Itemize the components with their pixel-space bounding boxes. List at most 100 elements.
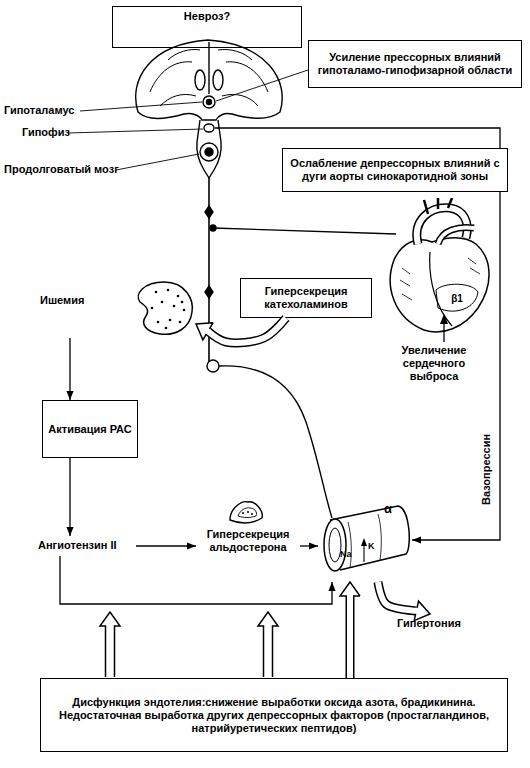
hypothalamus xyxy=(203,96,215,108)
medulla xyxy=(200,143,218,161)
connector-joint xyxy=(416,608,417,614)
node-text: α xyxy=(384,502,398,515)
connector-outline xyxy=(378,582,416,611)
vessel-lumen xyxy=(329,528,341,562)
cerebrum-outline xyxy=(136,40,283,120)
kidney-outline xyxy=(138,282,192,334)
connector-fill xyxy=(378,582,416,611)
hypothalamus-core xyxy=(207,100,212,105)
ion-arrow xyxy=(363,544,364,562)
process-box: Ослабление депрессорных влияний с дуги а… xyxy=(282,148,508,192)
structure-label: Продолговатый мозг xyxy=(4,163,119,176)
connector-line xyxy=(69,338,70,400)
leader-line xyxy=(116,154,199,170)
cord-node xyxy=(205,286,213,298)
node-text: Гиперсекреция альдостерона xyxy=(196,528,300,554)
node-text: Активация РАС xyxy=(48,423,131,436)
connector-joint xyxy=(206,329,209,334)
question-box: Невроз? xyxy=(112,6,302,48)
kidney-stipple xyxy=(161,301,164,304)
arrow-connector xyxy=(60,556,332,604)
cardiac-nerve xyxy=(213,228,396,234)
cord-node xyxy=(205,206,213,218)
output-arrow xyxy=(443,322,444,342)
node-text: Na xyxy=(340,548,360,561)
hollow-arrow xyxy=(100,612,120,677)
pulmonary-trunk xyxy=(438,228,474,244)
heart-septum xyxy=(430,252,452,326)
adrenal-stipple xyxy=(251,513,253,515)
node-text: β1 xyxy=(446,292,468,305)
vessel-texture xyxy=(348,514,381,568)
connector-joint xyxy=(347,595,353,598)
sympathetic-ganglion xyxy=(207,360,219,372)
node-text: Гипертония xyxy=(384,617,474,630)
node-text: Ангиотензин II xyxy=(38,539,136,552)
adrenal-stipple xyxy=(242,512,244,514)
node-text: Невроз? xyxy=(184,10,230,23)
kidney-stipple xyxy=(151,307,154,310)
term-node: Ангиотензин II xyxy=(36,536,136,556)
connector-outline xyxy=(346,596,355,678)
beta-receptor-area xyxy=(436,284,478,311)
arrow-connector xyxy=(70,338,71,400)
pituitary xyxy=(204,124,214,132)
process-box: Гиперсекреция катехоламинов xyxy=(240,278,372,318)
structure-label: Гипоталамус xyxy=(4,104,74,117)
kidney-stipple xyxy=(177,295,180,298)
node-text: Увеличение сердечного выброса xyxy=(389,344,479,383)
hollow-arrow-connector xyxy=(378,582,430,621)
connector-fill xyxy=(347,596,353,678)
heart-outline xyxy=(390,238,489,332)
outcome-node: Гипертония xyxy=(384,614,474,634)
arch-branches xyxy=(424,198,452,214)
process-box: Активация РАС xyxy=(42,400,138,458)
connector-outline xyxy=(208,318,286,343)
output-arrowhead xyxy=(440,314,448,324)
ventricle xyxy=(195,70,205,90)
connector-head xyxy=(414,601,430,621)
adrenal-stipple xyxy=(247,511,249,513)
leader-line xyxy=(80,102,202,111)
leader-line xyxy=(68,129,203,133)
structure-label: Гипофиз xyxy=(22,126,70,139)
kidney-stipple xyxy=(183,309,186,312)
vascular-nerve xyxy=(219,366,332,518)
connector-head xyxy=(340,582,360,596)
connector-line xyxy=(69,458,70,536)
arrow-connector xyxy=(300,546,318,547)
heart-node: β1Увеличение сердечного выброса xyxy=(372,198,496,392)
vessel-end xyxy=(324,519,346,571)
kidney-stipple xyxy=(181,301,184,304)
process-box: Дисфункция эндотелия:снижение выработки … xyxy=(40,678,508,752)
node-text: Дисфункция эндотелия:снижение выработки … xyxy=(46,696,502,735)
vessel-drawing xyxy=(318,498,410,582)
hollow-arrow xyxy=(258,612,278,677)
adrenal-outline xyxy=(230,502,262,523)
connector-fill xyxy=(208,318,286,343)
node-text: Ишемия xyxy=(40,294,110,307)
kidney-stipple xyxy=(173,305,176,308)
node-text: K xyxy=(368,540,380,553)
process-box: Усиление прессорных влияний гипоталамо-г… xyxy=(308,40,522,88)
heart-hatching xyxy=(400,258,480,300)
kidney-stipple xyxy=(169,319,172,322)
arrow-connector xyxy=(70,458,71,536)
kidney-stipple xyxy=(165,327,168,330)
medulla-core xyxy=(205,148,213,156)
brain-drawing xyxy=(68,40,500,677)
kidney-node: Ишемия xyxy=(36,280,196,338)
ion-arrowhead xyxy=(361,538,367,546)
connector-line xyxy=(60,556,332,604)
vessel-node: αNa K xyxy=(318,498,410,582)
kidney-stipple xyxy=(155,291,158,294)
connector-head xyxy=(196,323,213,340)
hormone-label: Вазопрессин xyxy=(480,425,493,515)
kidney-stipple xyxy=(157,321,160,324)
adrenal-node: Гиперсекреция альдостерона xyxy=(196,498,300,562)
pulmonary-lumen xyxy=(438,228,474,244)
